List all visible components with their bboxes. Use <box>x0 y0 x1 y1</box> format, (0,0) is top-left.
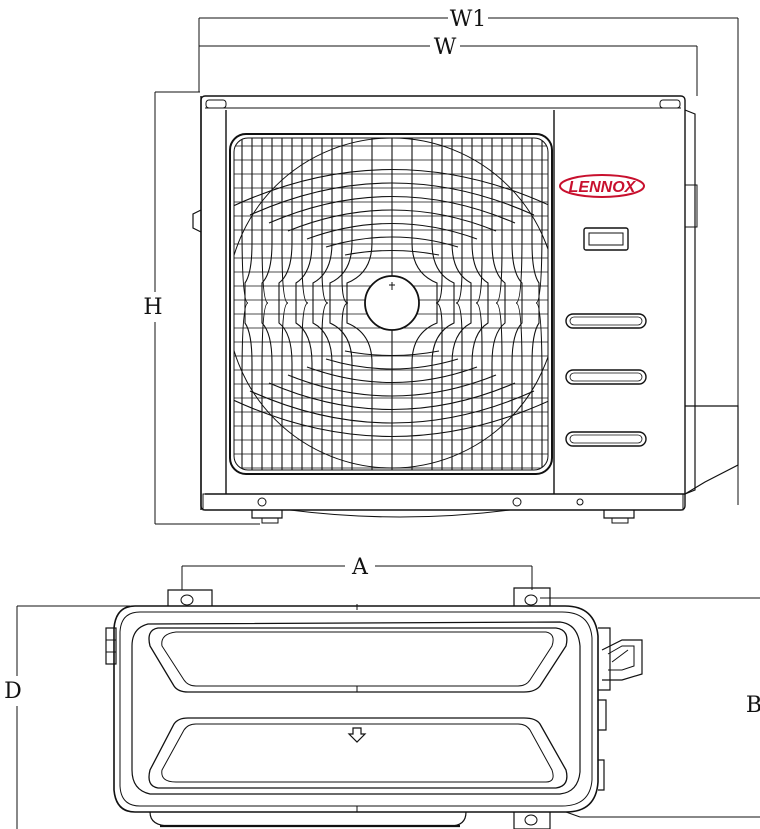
grille-bar <box>329 138 353 470</box>
label-w1: W1 <box>450 7 487 32</box>
label-b: B <box>746 693 760 718</box>
grille-ring <box>495 138 503 470</box>
grille-bar <box>261 138 273 470</box>
grille-ring <box>475 138 483 470</box>
label-w: W <box>434 35 457 60</box>
dimension-a <box>181 565 533 590</box>
grille-arc <box>234 169 548 437</box>
grille-bar <box>244 138 253 470</box>
front-view: LENNOX <box>154 17 739 525</box>
grille-arc <box>268 196 516 410</box>
grille-arc <box>306 222 478 384</box>
grille-bar <box>431 138 455 470</box>
label-a: A <box>351 555 369 580</box>
grille-ring <box>321 138 329 470</box>
grille-arc <box>325 236 459 370</box>
grille-bar <box>312 138 333 470</box>
grille-ring <box>281 138 289 470</box>
top-cabinet-outline <box>105 604 643 828</box>
mounting-tabs <box>167 587 551 829</box>
grille-ring <box>301 138 309 470</box>
grille-arc <box>344 249 440 357</box>
lennox-logo: LENNOX <box>559 174 645 198</box>
grille-bar <box>511 138 523 470</box>
label-h: H <box>143 295 162 320</box>
dimension-b <box>540 597 760 818</box>
label-d: D <box>4 679 22 704</box>
dimension-w <box>199 45 698 96</box>
grille-bar <box>278 138 293 470</box>
grille-ring <box>341 138 349 470</box>
grille-arc <box>249 182 535 424</box>
fan-grille <box>229 133 553 475</box>
side-vent-slots <box>565 313 647 447</box>
grille-bar <box>491 138 506 470</box>
display-window <box>583 227 629 251</box>
grille-bar <box>451 138 472 470</box>
grille-bar <box>531 138 540 470</box>
grille-bar <box>471 138 489 470</box>
grille-ring <box>455 138 463 470</box>
grille-bar <box>295 138 313 470</box>
brand-name: LENNOX <box>569 179 637 196</box>
dimension-h <box>154 91 260 525</box>
dimension-d <box>16 605 130 829</box>
grille-ring <box>435 138 443 470</box>
top-view <box>16 565 760 829</box>
